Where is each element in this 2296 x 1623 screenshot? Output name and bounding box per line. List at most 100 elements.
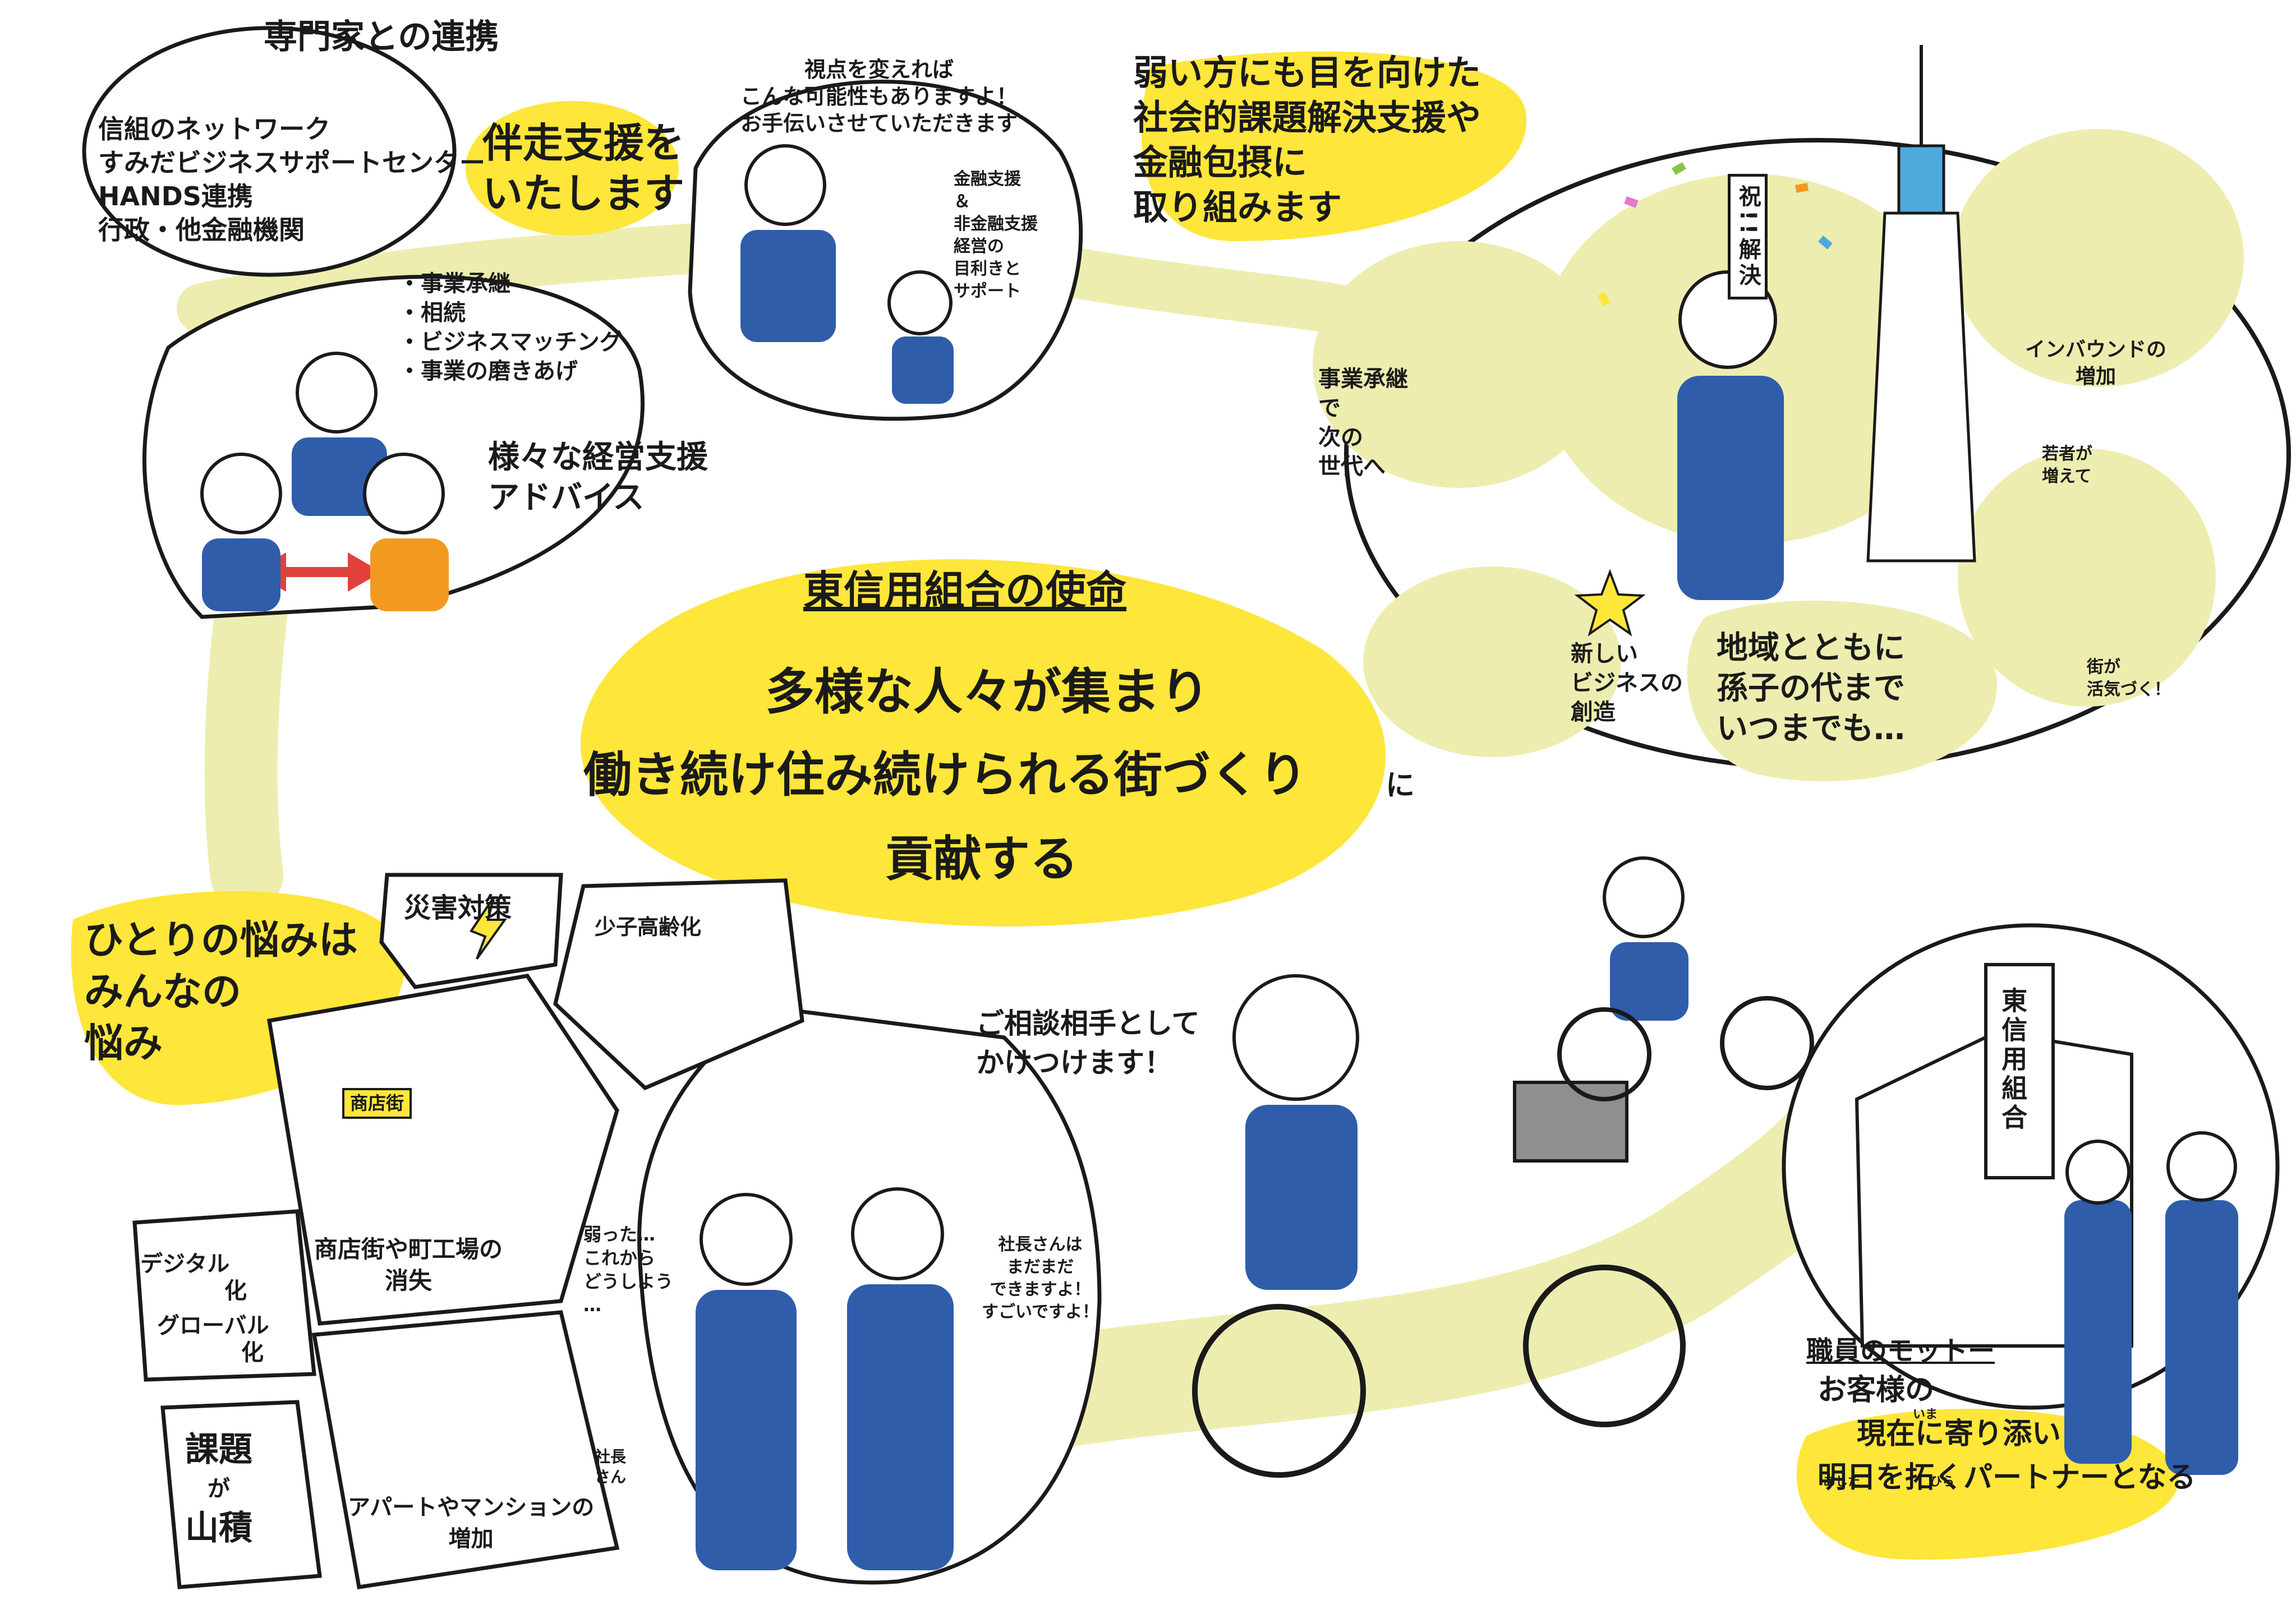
lightning-icon — [469, 896, 507, 960]
advisor-figure — [847, 1187, 954, 1570]
region-line2: 孫子の代まで — [1717, 670, 1905, 707]
youth-highlight — [1958, 449, 2216, 707]
partners-item-network: 信組のネットワーク — [98, 114, 330, 144]
worried-speech: 弱った… これから どうしよう … — [583, 1223, 673, 1317]
vibrant-caption: 街が 活気づく！ — [2087, 656, 2171, 701]
worried-line4: … — [583, 1294, 601, 1316]
global-caption: グローバル 化 — [157, 1312, 269, 1366]
support-caption-line2: アドバイス — [488, 479, 645, 516]
problems-caption: 課題 が 山積 — [185, 1430, 252, 1548]
region-line3: いつまでも… — [1717, 711, 1905, 747]
worried-line1: 弱った… — [583, 1224, 656, 1245]
skytree-tower — [1866, 45, 1976, 562]
succession-line1: 事業承継 — [1318, 366, 1408, 392]
inbound-line2: 増加 — [2076, 365, 2116, 388]
disaster-label: 災害対策 — [404, 892, 512, 924]
new-biz-highlight — [1363, 566, 1621, 757]
motto-ruby-hira: ひら — [1930, 1475, 1955, 1489]
new-business-line3: 創造 — [1571, 699, 1616, 725]
banner-escort: 伴走支援を いたします — [482, 118, 684, 219]
support-item-succession: ・事業承継 — [398, 271, 510, 297]
consult-line1: ご相談相手として — [976, 1007, 1200, 1040]
banner-social: 弱い方にも目を向けた 社会的課題解決支援や 金融包摂に 取り組みます — [1133, 50, 1481, 230]
partners-item-sumida: すみだビジネスサポートセンター — [98, 147, 485, 178]
apartments-caption: アパートやマンションの 増加 — [348, 1492, 594, 1555]
vibrant-line2: 活気づく！ — [2087, 680, 2171, 699]
banner-worry-line3: 悩み — [84, 1020, 163, 1066]
banner-worry-line2: みんなの — [84, 969, 241, 1015]
region-highlight — [1687, 601, 1997, 782]
banner-social-line1: 弱い方にも目を向けた — [1133, 52, 1481, 93]
youth-line2: 増えて — [2042, 467, 2092, 486]
inbound-line1: インバウンドの — [2025, 338, 2167, 361]
shopping-sign: 商店街 — [342, 1088, 412, 1119]
shops-lost-line2: 消失 — [385, 1267, 432, 1294]
encourage-line3: できますよ！ — [990, 1280, 1091, 1299]
mission-particle: に — [1386, 769, 1415, 803]
president-line2: さん — [595, 1468, 627, 1486]
region-line1: 地域とともに — [1717, 630, 1905, 666]
partners-bubble — [82, 26, 457, 277]
new-business-line1: 新しい — [1571, 641, 1638, 667]
mission-heading: 東信用組合の使命 — [803, 567, 1126, 614]
motto-line3: 明日を拓くパートナーとなる — [1818, 1461, 2196, 1495]
encourage-line2: まだまだ — [1006, 1257, 1074, 1277]
succession-highlight — [1313, 241, 1604, 488]
consult-caption: ご相談相手として かけつけます！ — [976, 1004, 1200, 1082]
problems-line2: が — [208, 1476, 230, 1502]
partners-title: 専門家との連携 — [264, 17, 499, 57]
note-line3: 非金融支援 — [954, 214, 1038, 234]
motto-ruby-ima: いま — [1913, 1408, 1938, 1422]
support-item-refinement: ・事業の磨きあげ — [398, 358, 578, 384]
motto-line1: お客様の — [1818, 1373, 1935, 1407]
motto-ruby-ashita: あした — [1823, 1475, 1861, 1489]
worried-line3: どうしよう — [583, 1271, 674, 1292]
global-line2: 化 — [241, 1340, 264, 1366]
banner-escort-line2: いたします — [482, 170, 685, 217]
support-caption: 様々な経営支援 アドバイス — [488, 437, 708, 518]
youth-line1: 若者が — [2042, 444, 2092, 464]
bank-building — [1855, 963, 2133, 1348]
banner-highlight-escort — [466, 101, 679, 236]
worried-president-figure — [696, 1193, 797, 1570]
note-line6: サポート — [954, 282, 1021, 301]
speech-line1: 視点を変えれば — [804, 57, 954, 82]
note-line2: ＆ — [954, 192, 970, 211]
mission-line3: 貢献する — [885, 831, 1078, 887]
encourage-speech: 社長さんは まだまだ できますよ！ すごいですよ！ — [982, 1234, 1099, 1324]
tile-digital — [132, 1209, 316, 1382]
celebrating-staff-figure — [1677, 270, 1784, 600]
motto-title: 職員のモットー — [1806, 1335, 1995, 1367]
speech-line2: こんな可能性もありますよ！ — [740, 84, 1018, 109]
digital-line2: 化 — [224, 1278, 247, 1304]
partners-item-gov: 行政・他金融機関 — [98, 215, 305, 245]
consultant-figure — [740, 144, 836, 342]
new-business-caption: 新しい ビジネスの 創造 — [1571, 639, 1683, 727]
listener-figure — [887, 270, 954, 404]
region-caption: 地域とともに 孫子の代まで いつまでも… — [1717, 628, 1905, 749]
finance-note: 金融支援 ＆ 非金融支援 経営の 目利きと サポート — [954, 168, 1038, 303]
digital-caption: デジタル 化 — [140, 1251, 247, 1304]
encourage-line4: すごいですよ！ — [982, 1302, 1099, 1322]
client-figure-orange — [363, 453, 449, 611]
motto-line2: 現在に寄り添い — [1857, 1417, 2062, 1451]
motto-text: お客様の 現在に寄り添い 明日を拓くパートナーとなる — [1818, 1368, 2196, 1500]
inbound-highlight — [1952, 129, 2244, 387]
tile-apartments — [311, 1310, 620, 1589]
apartments-line2: 増加 — [448, 1526, 494, 1552]
support-item-inheritance: ・相続 — [398, 300, 466, 326]
banner-social-line2: 社会的課題解決支援や — [1133, 97, 1481, 138]
note-line5: 目利きと — [954, 259, 1021, 279]
global-line1: グローバル — [157, 1313, 269, 1339]
succession-line2: で — [1318, 395, 1341, 421]
support-list: ・事業承継 ・相続 ・ビジネスマッチング ・事業の磨きあげ — [398, 269, 622, 386]
support-caption-line1: 様々な経営支援 — [488, 439, 708, 476]
celebration-sign: 祝!!解決 — [1728, 174, 1768, 300]
mission-line2: 働き続け住み続けられる街づくり — [583, 747, 1307, 803]
shops-lost-caption: 商店街や町工場の 消失 — [314, 1234, 503, 1297]
partners-list: 信組のネットワーク すみだビジネスサポートセンター HANDS連携 行政・他金融… — [98, 112, 485, 247]
partners-item-hands: HANDS連携 — [98, 181, 253, 211]
problems-line3: 山積 — [185, 1509, 252, 1548]
